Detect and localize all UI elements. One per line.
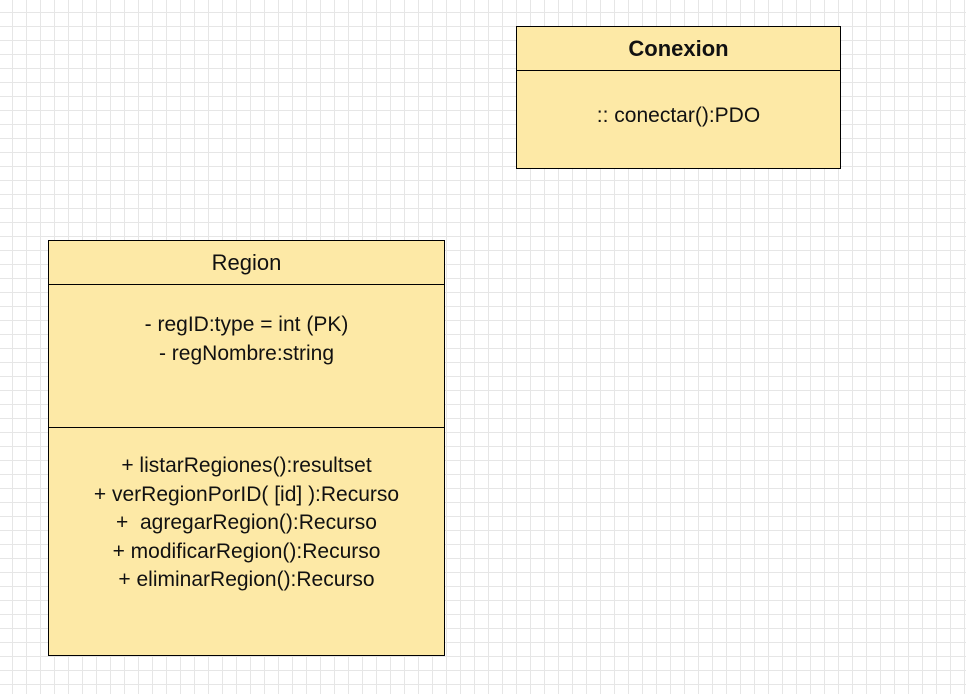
- class-conexion-name: Conexion: [517, 27, 840, 71]
- method-conectar: :: conectar():PDO: [596, 104, 761, 128]
- method-modificar-region: + modificarRegion():Recurso: [112, 539, 381, 563]
- attribute-regid: - regID:type = int (PK): [144, 313, 349, 336]
- method-agregar-region: + agregarRegion():Recurso: [116, 511, 377, 534]
- method-eliminar-region: + eliminarRegion():Recurso: [118, 568, 375, 591]
- class-region-methods: + listarRegiones():resultset + verRegion…: [49, 428, 444, 595]
- class-region-name: Region: [49, 241, 444, 285]
- attribute-regnombre: - regNombre:string: [158, 341, 335, 365]
- class-conexion[interactable]: Conexion :: conectar():PDO: [516, 26, 841, 169]
- class-region-attributes: - regID:type = int (PK) - regNombre:stri…: [49, 285, 444, 428]
- class-conexion-methods: :: conectar():PDO: [517, 71, 840, 168]
- method-ver-region-por-id: + verRegionPorID( [id] ):Recurso: [93, 482, 400, 506]
- class-region[interactable]: Region - regID:type = int (PK) - regNomb…: [48, 240, 445, 656]
- method-listar-regiones: + listarRegiones():resultset: [121, 454, 372, 477]
